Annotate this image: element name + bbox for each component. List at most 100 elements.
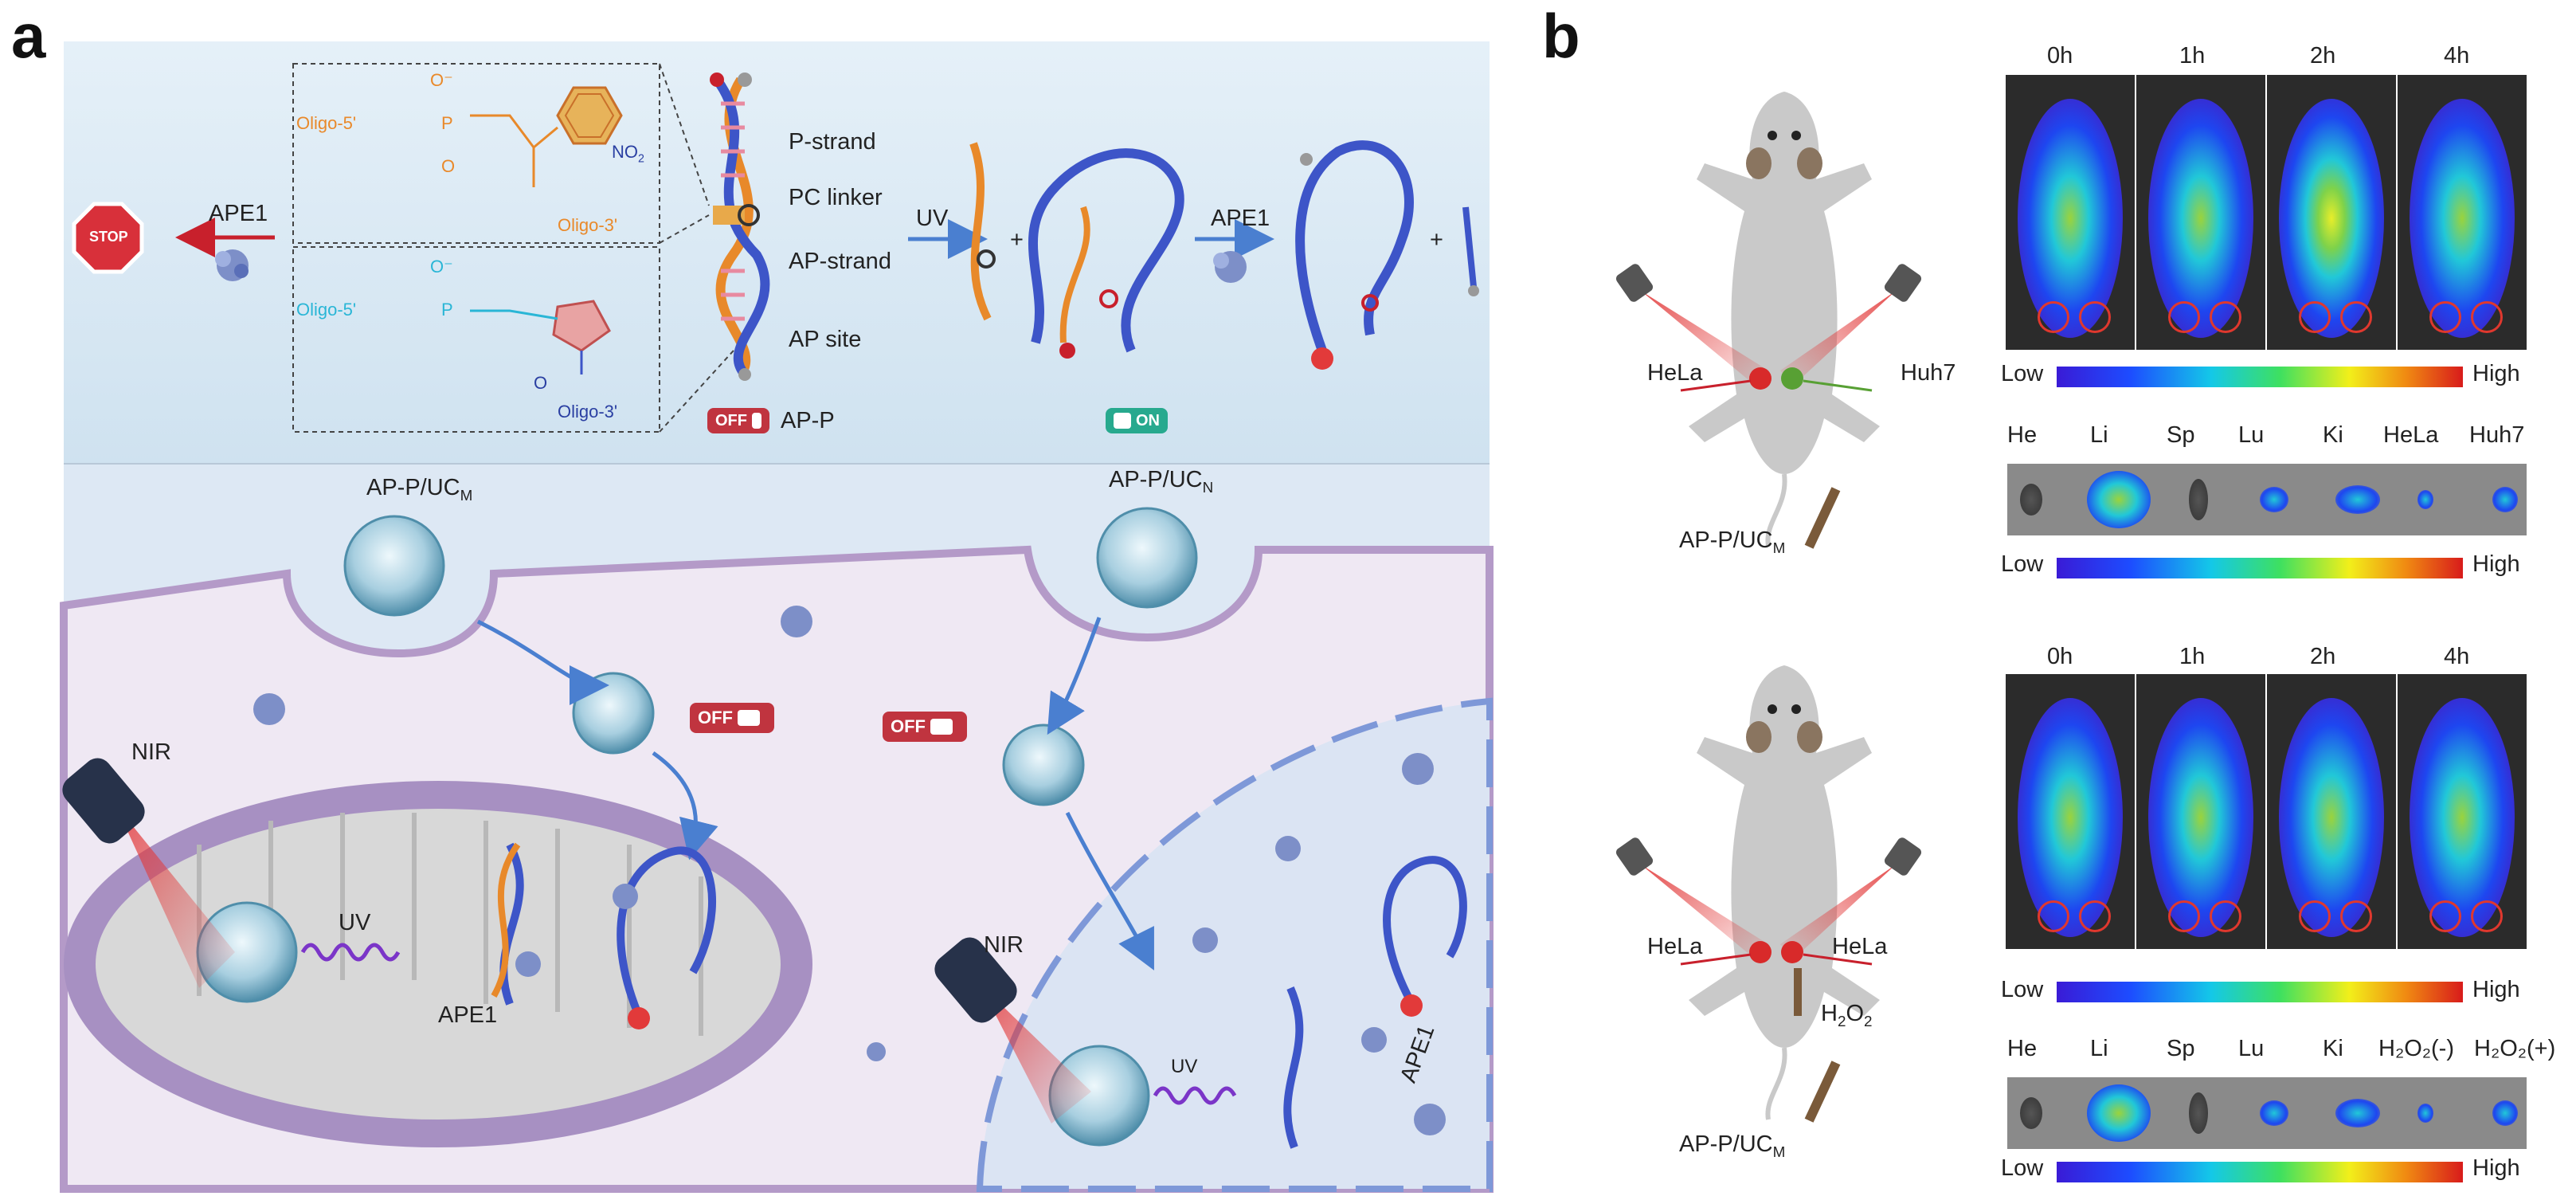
off-switch-ucn: OFF (883, 712, 967, 742)
time-top-1: 1h (2179, 43, 2206, 69)
uv-right-label: UV (1171, 1056, 1198, 1077)
organ-top-2: Sp (2167, 422, 2195, 448)
panel-a-diagram (60, 41, 1494, 1193)
fluorescence-signal (2189, 1092, 2208, 1134)
pc-linker-chem-box (292, 63, 660, 244)
organ-strip-bottom (2007, 1077, 2527, 1149)
ap-p-ucm-label: AP-P/UCM (366, 475, 473, 504)
ape1-protein-icon-2 (1213, 251, 1247, 283)
ap-oligo3: Oligo-3' (558, 402, 618, 422)
fluorescence-signal (2417, 1104, 2433, 1123)
pc-p: P (441, 113, 453, 133)
nir-laser-left-icon (62, 758, 235, 988)
fluorescence-signal (2020, 484, 2042, 516)
hairpin-in-mito (617, 846, 716, 1014)
fluorescence-signal (2279, 99, 2384, 338)
fluorescence-signal (2279, 698, 2384, 937)
organ-top-4: Ki (2323, 422, 2343, 448)
organ-bottom-5: H₂O₂(-) (2378, 1036, 2454, 1061)
tumor-roi-circle (2168, 301, 2200, 333)
tumor-roi-circle (2340, 900, 2372, 932)
ap-o: O (534, 373, 548, 393)
fluorescence-signal (2018, 698, 2123, 937)
tumor-roi-circle (2299, 900, 2331, 932)
ap-o-minus: O⁻ (430, 257, 453, 276)
mouse-schematic-bottom (1615, 665, 1922, 1123)
plus-1: + (1010, 227, 1024, 253)
ap-strand-label: AP-strand (789, 249, 891, 274)
ap-site-chem-box (292, 246, 660, 433)
ivis-bottom-0h (2006, 674, 2135, 949)
fluorescence-signal (2260, 487, 2288, 512)
pc-oligo5: Oligo-5' (296, 113, 357, 133)
fluorescence-signal (2492, 487, 2518, 512)
nir-right-label: NIR (984, 932, 1024, 958)
stop-sign-icon (72, 202, 144, 274)
tumor-roi-circle (2210, 900, 2241, 932)
fluorescence-signal (2335, 485, 2380, 514)
fluorescence-signal (2492, 1100, 2518, 1126)
panel-b-letter: b (1542, 1, 1580, 71)
colorbar-top-2 (2057, 558, 2463, 578)
fluorescence-signal (2189, 479, 2208, 520)
ivis-bottom-4h (2398, 674, 2527, 949)
high-label-top-1: High (2472, 361, 2520, 386)
time-top-0: 0h (2047, 43, 2073, 69)
organ-bottom-0: He (2007, 1036, 2038, 1061)
ivis-top-2h (2267, 75, 2396, 350)
fluorescence-signal (2410, 99, 2515, 338)
hela-label-bottom-left: HeLa (1647, 934, 1703, 959)
organ-top-0: He (2007, 422, 2038, 448)
nir-laser-right-icon (934, 937, 1091, 1123)
low-label-bottom-2: Low (2001, 1155, 2044, 1181)
fluorescence-signal (2260, 1100, 2288, 1126)
tumor-roi-circle (2210, 301, 2241, 333)
low-label-top-1: Low (2001, 361, 2044, 386)
ivis-bottom-2h (2267, 674, 2396, 949)
ap-site-label: AP site (789, 327, 862, 352)
tumor-roi-circle (2429, 900, 2461, 932)
tumor-roi-circle (2079, 900, 2111, 932)
tumor-roi-circle (2168, 900, 2200, 932)
high-label-bottom-1: High (2472, 977, 2520, 1002)
pc-o: O (441, 156, 456, 176)
time-top-3: 4h (2444, 43, 2470, 69)
ape1-right-label: APE1 (1211, 206, 1270, 231)
ap-p-probe-dna (710, 73, 770, 381)
organ-top-6: Huh7 (2469, 422, 2525, 448)
fluorescence-signal (2018, 99, 2123, 338)
fluorescence-signal (2087, 1084, 2151, 1142)
tumor-roi-circle (2471, 301, 2503, 333)
high-label-top-2: High (2472, 551, 2520, 577)
pc-linker-label: PC linker (789, 185, 883, 210)
organ-bottom-3: Lu (2238, 1036, 2265, 1061)
ape1-mito-label: APE1 (438, 1002, 498, 1028)
tumor-roi-circle (2038, 900, 2069, 932)
colorbar-bottom-1 (2057, 982, 2463, 1002)
probe-in-mito (499, 842, 524, 1006)
colorbar-top-1 (2057, 367, 2463, 387)
time-bottom-1: 1h (2179, 644, 2206, 669)
ap-oligo5: Oligo-5' (296, 300, 357, 320)
ap-p-ucn-label: AP-P/UCN (1109, 467, 1214, 496)
tumor-roi-circle (2038, 301, 2069, 333)
organ-bottom-1: Li (2090, 1036, 2108, 1061)
organ-top-5: HeLa (2383, 422, 2439, 448)
ivis-bottom-1h (2136, 674, 2265, 949)
fluorescence-signal (2148, 99, 2253, 338)
ucnp-ucm-top (343, 515, 445, 617)
ap-p: P (441, 300, 453, 320)
fluorescence-signal (2020, 1097, 2042, 1129)
cleaved-hairpin (1295, 140, 1414, 370)
plus-2: + (1430, 227, 1443, 253)
agent-label-top: AP-P/UCM (1679, 527, 1786, 556)
p-strand-label: P-strand (789, 129, 876, 155)
probe-in-nucleus (1283, 986, 1304, 1149)
ape1-scatter (253, 606, 1446, 1135)
ucnp-ucn-top (1096, 507, 1198, 609)
tumor-roi-circle (2079, 301, 2111, 333)
tumor-roi-circle (2471, 900, 2503, 932)
high-label-bottom-2: High (2472, 1155, 2520, 1181)
fluorescence-signal (2417, 490, 2433, 509)
nir-left-label: NIR (131, 739, 171, 765)
